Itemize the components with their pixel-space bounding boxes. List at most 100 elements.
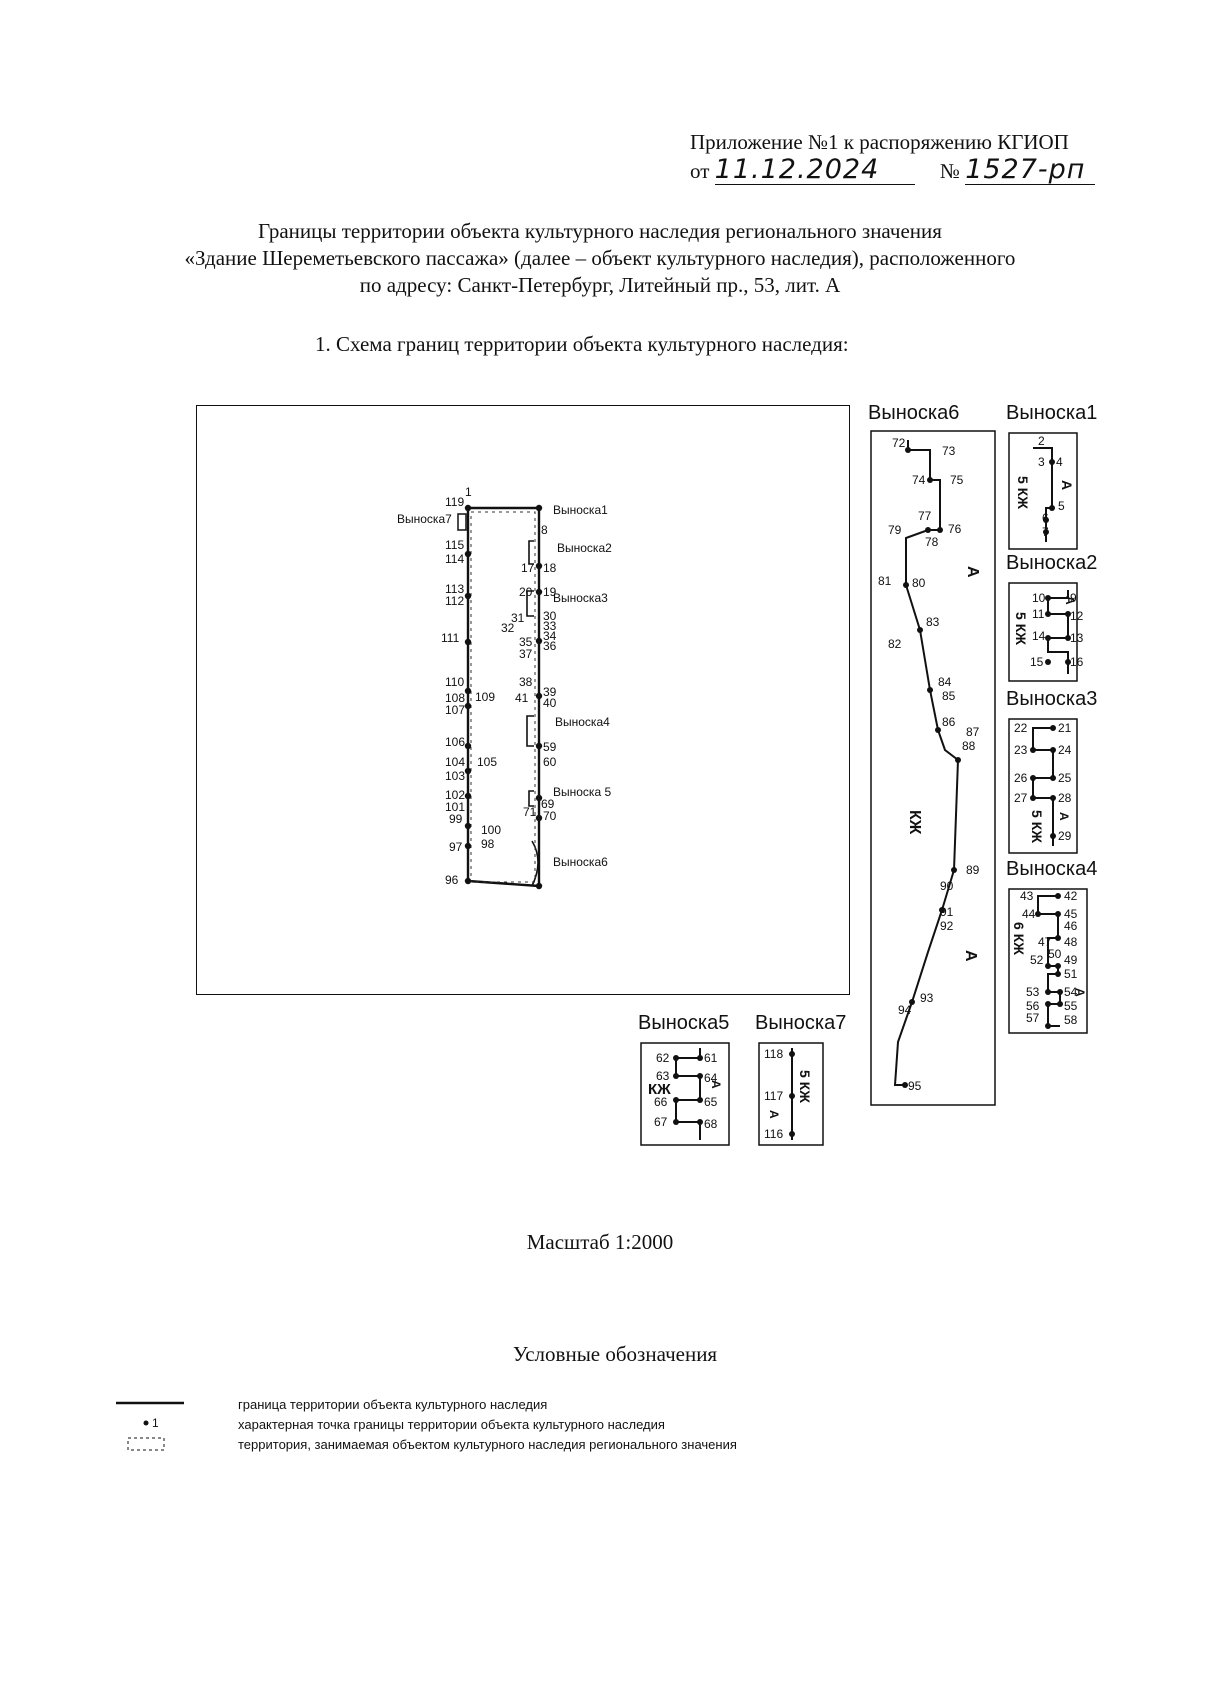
point-label: 85: [942, 689, 956, 703]
point-sample-label: 1: [152, 1416, 159, 1430]
building-mark: 6 КЖ: [1011, 922, 1027, 955]
callout-ref: Выноска4: [555, 715, 610, 729]
point-label: 46: [1064, 919, 1078, 933]
legend-text: граница территории объекта культурного н…: [238, 1397, 548, 1412]
building-mark: А: [1057, 812, 1071, 821]
map-scale: Масштаб 1:2000: [526, 1230, 674, 1254]
section-1-heading: 1. Схема границ территории объекта культ…: [315, 332, 849, 356]
point-label: 6: [1042, 511, 1049, 525]
callout-2-title: Выноска2: [1006, 552, 1098, 574]
point-label: 15: [1030, 655, 1044, 669]
building-mark: А: [709, 1080, 723, 1089]
point-label: 51: [1064, 967, 1078, 981]
callout-6-diagram: 72 73 74 75 77 76 79 78 81 80 83 82 84 8…: [870, 430, 996, 1106]
callout-5-title: Выноска5: [638, 1012, 730, 1034]
point-label: 114: [445, 552, 464, 566]
point-label: 23: [1014, 743, 1028, 757]
point-label: 16: [1070, 655, 1084, 669]
date-prefix: от: [690, 159, 710, 183]
point-label: 53: [1026, 985, 1040, 999]
callout-6-title: Выноска6: [868, 402, 960, 424]
callout-ref: Выноска6: [553, 855, 608, 869]
point-label: 104: [445, 755, 465, 769]
callout-3-title: Выноска3: [1006, 688, 1098, 710]
point-label: 96: [445, 873, 459, 887]
point-label: 55: [1064, 999, 1078, 1013]
point-label: 92: [940, 919, 954, 933]
point-label: 65: [704, 1095, 718, 1109]
callout-7-title: Выноска7: [755, 1012, 847, 1034]
point-label: 88: [962, 739, 976, 753]
point-label: 34: [543, 629, 557, 643]
building-mark: КЖ: [906, 810, 923, 835]
point-label: 80: [912, 576, 926, 590]
point-label: 93: [920, 991, 934, 1005]
point-label: 109: [475, 690, 495, 704]
point-label: 24: [1058, 743, 1072, 757]
callout-4-title: Выноска4: [1006, 858, 1098, 880]
point-label: 29: [1058, 829, 1072, 843]
building-mark: 5 КЖ: [1015, 476, 1031, 509]
point-label: 3: [1038, 455, 1045, 469]
point-label: 118: [764, 1047, 783, 1061]
point-label: 76: [948, 522, 962, 536]
point-label: 105: [477, 755, 497, 769]
point-label: 75: [950, 473, 964, 487]
point-label: 48: [1064, 935, 1078, 949]
point-label: 78: [925, 535, 939, 549]
boundary-map: 1 119 115 114 113 112 111 110 108 107 10…: [397, 485, 612, 890]
order-date: 11.12.2024: [714, 156, 915, 185]
point-label: 54: [1064, 985, 1078, 999]
point-label: 28: [1058, 791, 1072, 805]
point-label: 79: [888, 523, 902, 537]
point-label: 50: [1048, 947, 1062, 961]
callout-2-diagram: 10 9 11 12 14 13 15 16 5 КЖ А: [1008, 582, 1084, 682]
point-label: 97: [449, 840, 463, 854]
legend-item-boundary: граница территории объекта культурного н…: [110, 1395, 1010, 1415]
point-label: 2: [1038, 434, 1045, 448]
point-label: 112: [445, 594, 464, 608]
point-label: 103: [445, 769, 465, 783]
callout-ref: Выноска7: [397, 512, 452, 526]
point-label: 94: [898, 1003, 912, 1017]
point-label: 61: [704, 1051, 718, 1065]
point-label: 113: [445, 582, 464, 596]
point-label: 38: [519, 675, 533, 689]
point-label: 5: [1058, 499, 1065, 513]
point-label: 9: [1070, 591, 1077, 605]
point-label: 18: [543, 561, 557, 575]
callout-ref: Выноска3: [553, 591, 608, 605]
point-label: 99: [449, 812, 463, 826]
point-label: 31: [511, 611, 525, 625]
point-label: 110: [445, 675, 464, 689]
point-label: 86: [942, 715, 956, 729]
point-label: 11: [1032, 607, 1045, 621]
building-mark: 5 КЖ: [1029, 810, 1045, 843]
callout-7-diagram: 118 117 116 5 КЖ А: [758, 1042, 824, 1146]
point-label: 71: [523, 805, 537, 819]
building-mark: КЖ: [648, 1081, 671, 1098]
point-label: 45: [1064, 907, 1078, 921]
point-label: 19: [543, 585, 557, 599]
point-label: 32: [501, 621, 515, 635]
point-label: 111: [441, 631, 460, 645]
building-mark: А: [962, 950, 979, 962]
building-mark: А: [767, 1110, 781, 1119]
point-label: 108: [445, 691, 465, 705]
point-label: 106: [445, 735, 465, 749]
point-label: 27: [1014, 791, 1028, 805]
point-label: 102: [445, 788, 465, 802]
point-label: 57: [1026, 1011, 1040, 1025]
legend-item-point: 1 характерная точка границы территории о…: [110, 1415, 1010, 1435]
point-label: 40: [543, 696, 557, 710]
point-label: 73: [942, 444, 956, 458]
callout-1-title: Выноска1: [1006, 402, 1098, 424]
point-label: 35: [519, 635, 533, 649]
point-label: 87: [966, 725, 980, 739]
building-mark: 5 КЖ: [1013, 612, 1029, 645]
point-label: 17: [521, 561, 535, 575]
point-label: 26: [1014, 771, 1028, 785]
document-title: Границы территории объекта культурного н…: [0, 218, 1200, 299]
boundary-line-symbol: [116, 1401, 184, 1405]
point-label: 63: [656, 1069, 670, 1083]
